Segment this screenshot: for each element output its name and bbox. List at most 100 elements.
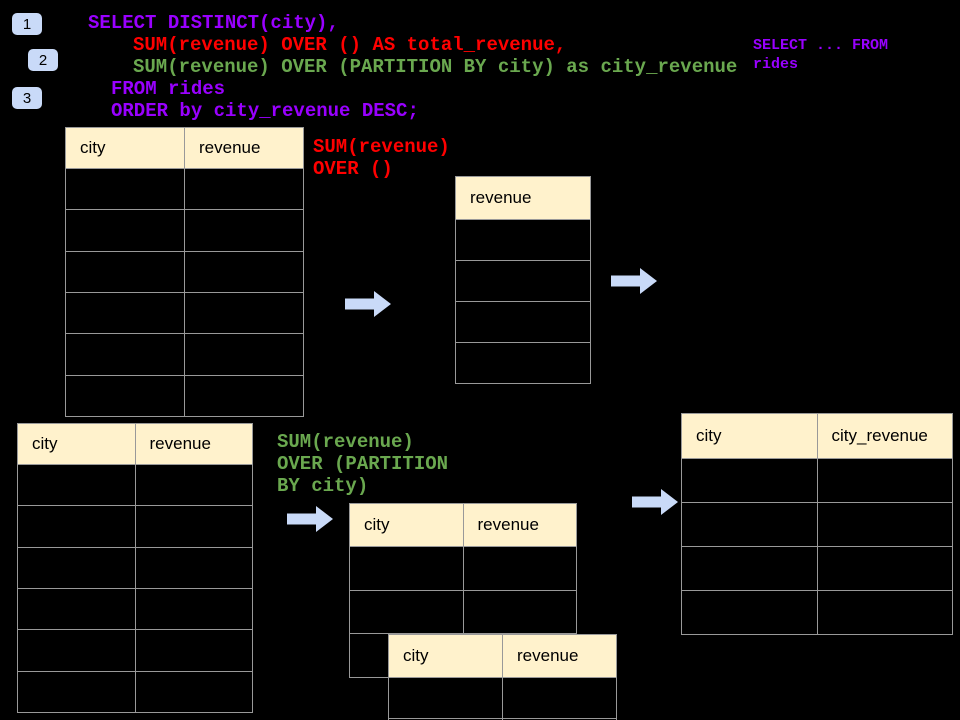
- text-line: SELECT ... FROM: [753, 37, 889, 54]
- table-row: [682, 502, 952, 546]
- table-row: [350, 546, 576, 590]
- table-cell: [134, 506, 253, 547]
- table-row: [66, 168, 303, 210]
- table-cell: [134, 547, 253, 588]
- step-badge-2: 2: [28, 49, 58, 71]
- table-cell: [184, 169, 303, 210]
- table-header-row: city revenue: [389, 635, 616, 677]
- table-row: [456, 342, 590, 383]
- table-cell: [816, 459, 953, 502]
- table-cell: [456, 261, 590, 301]
- column-header: city: [364, 515, 390, 534]
- table-row: [456, 219, 590, 260]
- table-row: [456, 301, 590, 342]
- table-row: [18, 629, 253, 671]
- table-header-row: city revenue: [66, 128, 303, 168]
- table-cell: [456, 302, 590, 342]
- table-row: [682, 590, 952, 634]
- text-line: SUM(revenue): [277, 431, 414, 453]
- table-cell: [816, 547, 953, 590]
- table-cell: [66, 293, 184, 333]
- table-cell: [682, 547, 817, 590]
- table-cell: [184, 210, 303, 251]
- table-cell: [816, 591, 953, 634]
- table-cell: [184, 251, 303, 292]
- column-header: city_revenue: [816, 414, 953, 458]
- column-header: revenue: [184, 128, 303, 168]
- table-row: [18, 464, 253, 506]
- rides-source-table-top: city revenue: [65, 127, 304, 417]
- text-line: SUM(revenue): [313, 136, 450, 158]
- sql-code-line: ORDER by city_revenue DESC;: [111, 100, 419, 122]
- text-line: OVER (PARTITION: [277, 453, 449, 475]
- column-header: city: [32, 434, 58, 453]
- right-arrow-icon: [632, 489, 678, 515]
- sql-side-snippet: SELECT ... FROM rides: [753, 36, 888, 74]
- sql-code-line: FROM rides: [111, 78, 226, 100]
- table-cell: [134, 671, 253, 712]
- column-header: city: [403, 646, 429, 665]
- table-row: [66, 333, 303, 375]
- table-row: [66, 250, 303, 292]
- text-line: rides: [753, 56, 799, 73]
- table-cell: [389, 678, 502, 718]
- table-cell: [66, 252, 184, 292]
- table-cell: [682, 459, 817, 502]
- table-row: [456, 260, 590, 301]
- table-cell: [682, 591, 817, 634]
- table-row: [18, 670, 253, 712]
- table-cell: [18, 506, 135, 546]
- step-badge-1: 1: [12, 13, 42, 35]
- table-cell: [462, 590, 577, 634]
- column-header: revenue: [502, 635, 616, 677]
- table-cell: [66, 334, 184, 374]
- sql-code-line: SUM(revenue) OVER () AS total_revenue,: [133, 34, 567, 56]
- table-cell: [66, 169, 184, 209]
- table-cell: [816, 503, 953, 546]
- table-row: [66, 374, 303, 416]
- table-cell: [456, 220, 590, 260]
- table-row: [350, 589, 577, 634]
- table-row: [66, 291, 303, 334]
- table-row: [682, 458, 952, 502]
- total-revenue-result-table: revenue: [455, 176, 591, 384]
- text-line: BY city): [277, 475, 369, 497]
- table-cell: [18, 465, 135, 505]
- column-header: city: [80, 138, 106, 157]
- table-row: [18, 505, 253, 547]
- right-arrow-icon: [345, 291, 391, 317]
- sql-code-line: SUM(revenue) OVER (PARTITION BY city) as…: [133, 56, 738, 78]
- table-row: [66, 209, 303, 251]
- table-cell: [134, 630, 253, 671]
- table-cell: [66, 376, 184, 416]
- table-cell: [18, 630, 135, 670]
- table-row: [682, 546, 952, 590]
- sql-code-line: SELECT DISTINCT(city),: [88, 12, 339, 34]
- table-cell: [184, 292, 303, 334]
- table-cell: [18, 672, 135, 712]
- table-cell: [184, 375, 303, 416]
- column-header: revenue: [462, 504, 577, 546]
- table-cell: [350, 591, 463, 634]
- partition-front-table: city revenue: [388, 634, 617, 720]
- table-cell: [134, 465, 253, 506]
- total-revenue-annotation: SUM(revenue)OVER (): [313, 136, 450, 180]
- table-cell: [134, 588, 253, 630]
- column-header: revenue: [470, 188, 532, 207]
- table-row: [18, 587, 253, 630]
- table-cell: [18, 589, 135, 629]
- table-cell: [184, 334, 303, 375]
- table-row: [389, 677, 616, 718]
- table-row: [18, 546, 253, 588]
- right-arrow-icon: [611, 268, 657, 294]
- table-header-row: revenue: [456, 177, 590, 219]
- table-cell: [18, 548, 135, 588]
- table-cell: [502, 678, 616, 718]
- table-header-row: city revenue: [350, 504, 576, 546]
